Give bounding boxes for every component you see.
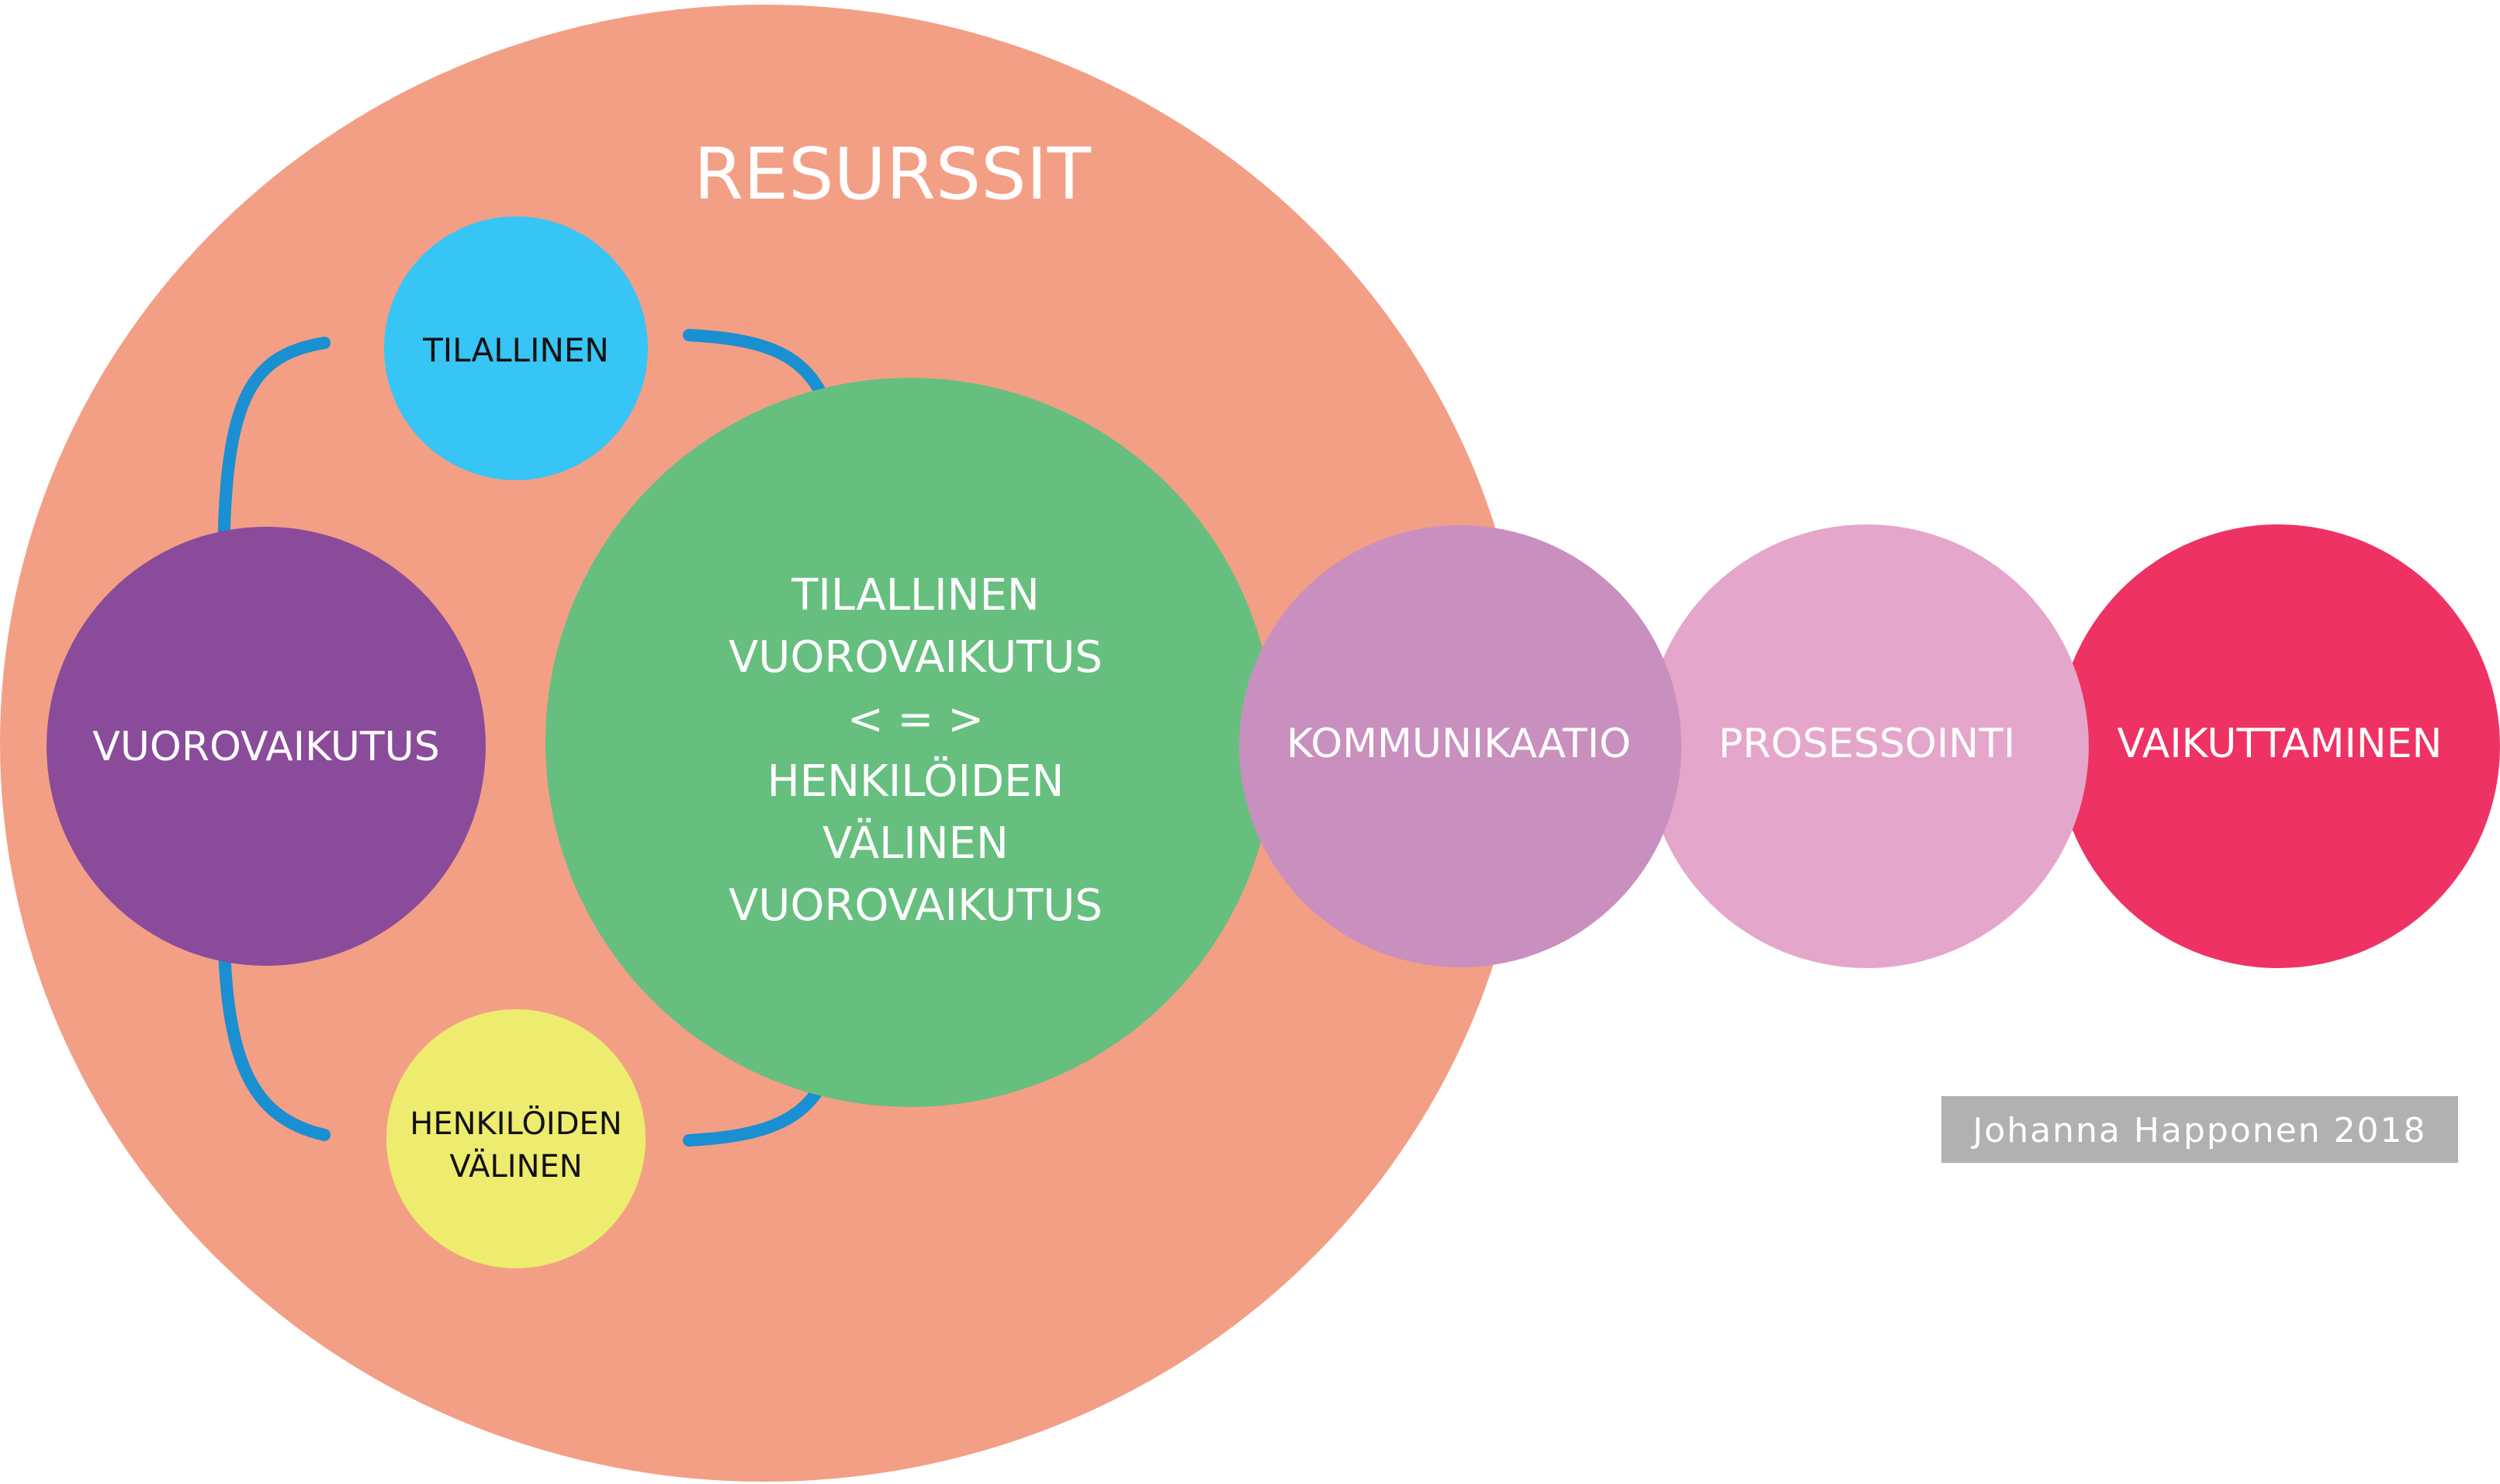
interaction-label: VUOROVAIKUTUS: [92, 724, 439, 770]
interaction-circle: [47, 527, 486, 966]
center-label-line-3: < = >: [847, 694, 984, 745]
spatial-label: TILALLINEN: [422, 331, 609, 369]
communication-circle: [1239, 525, 1681, 967]
credit-text: Johanna Happonen 2018: [1970, 1111, 2426, 1150]
influencing-label: VAIKUTTAMINEN: [2117, 721, 2443, 767]
interpersonal-label: HENKILÖIDEN VÄLINEN: [410, 1105, 622, 1185]
processing-label: PROSESSOINTI: [1719, 721, 2016, 767]
resources-label: RESURSSIT: [694, 133, 1092, 216]
interpersonal-label-line-2: VÄLINEN: [449, 1147, 582, 1185]
communication-label: KOMMUNIKAATIO: [1286, 721, 1631, 767]
center-circle: [545, 378, 1275, 1107]
influencing-circle: [2056, 524, 2500, 968]
center-label: TILALLINEN VUOROVAIKUTUS < = > HENKILÖID…: [729, 570, 1103, 931]
center-label-line-4: HENKILÖIDEN: [767, 756, 1065, 807]
credit-badge: [1941, 1096, 2458, 1163]
center-label-line-6: VUOROVAIKUTUS: [729, 880, 1103, 931]
spatial-circle: [384, 216, 648, 480]
processing-circle: [1645, 524, 2089, 968]
interpersonal-circle: [386, 1009, 646, 1268]
center-label-line-1: TILALLINEN: [791, 570, 1040, 621]
connector-spatial-interaction: [217, 337, 331, 582]
center-label-line-2: VUOROVAIKUTUS: [729, 632, 1103, 683]
interpersonal-label-line-1: HENKILÖIDEN: [410, 1105, 622, 1142]
center-label-line-5: VÄLINEN: [822, 818, 1009, 869]
